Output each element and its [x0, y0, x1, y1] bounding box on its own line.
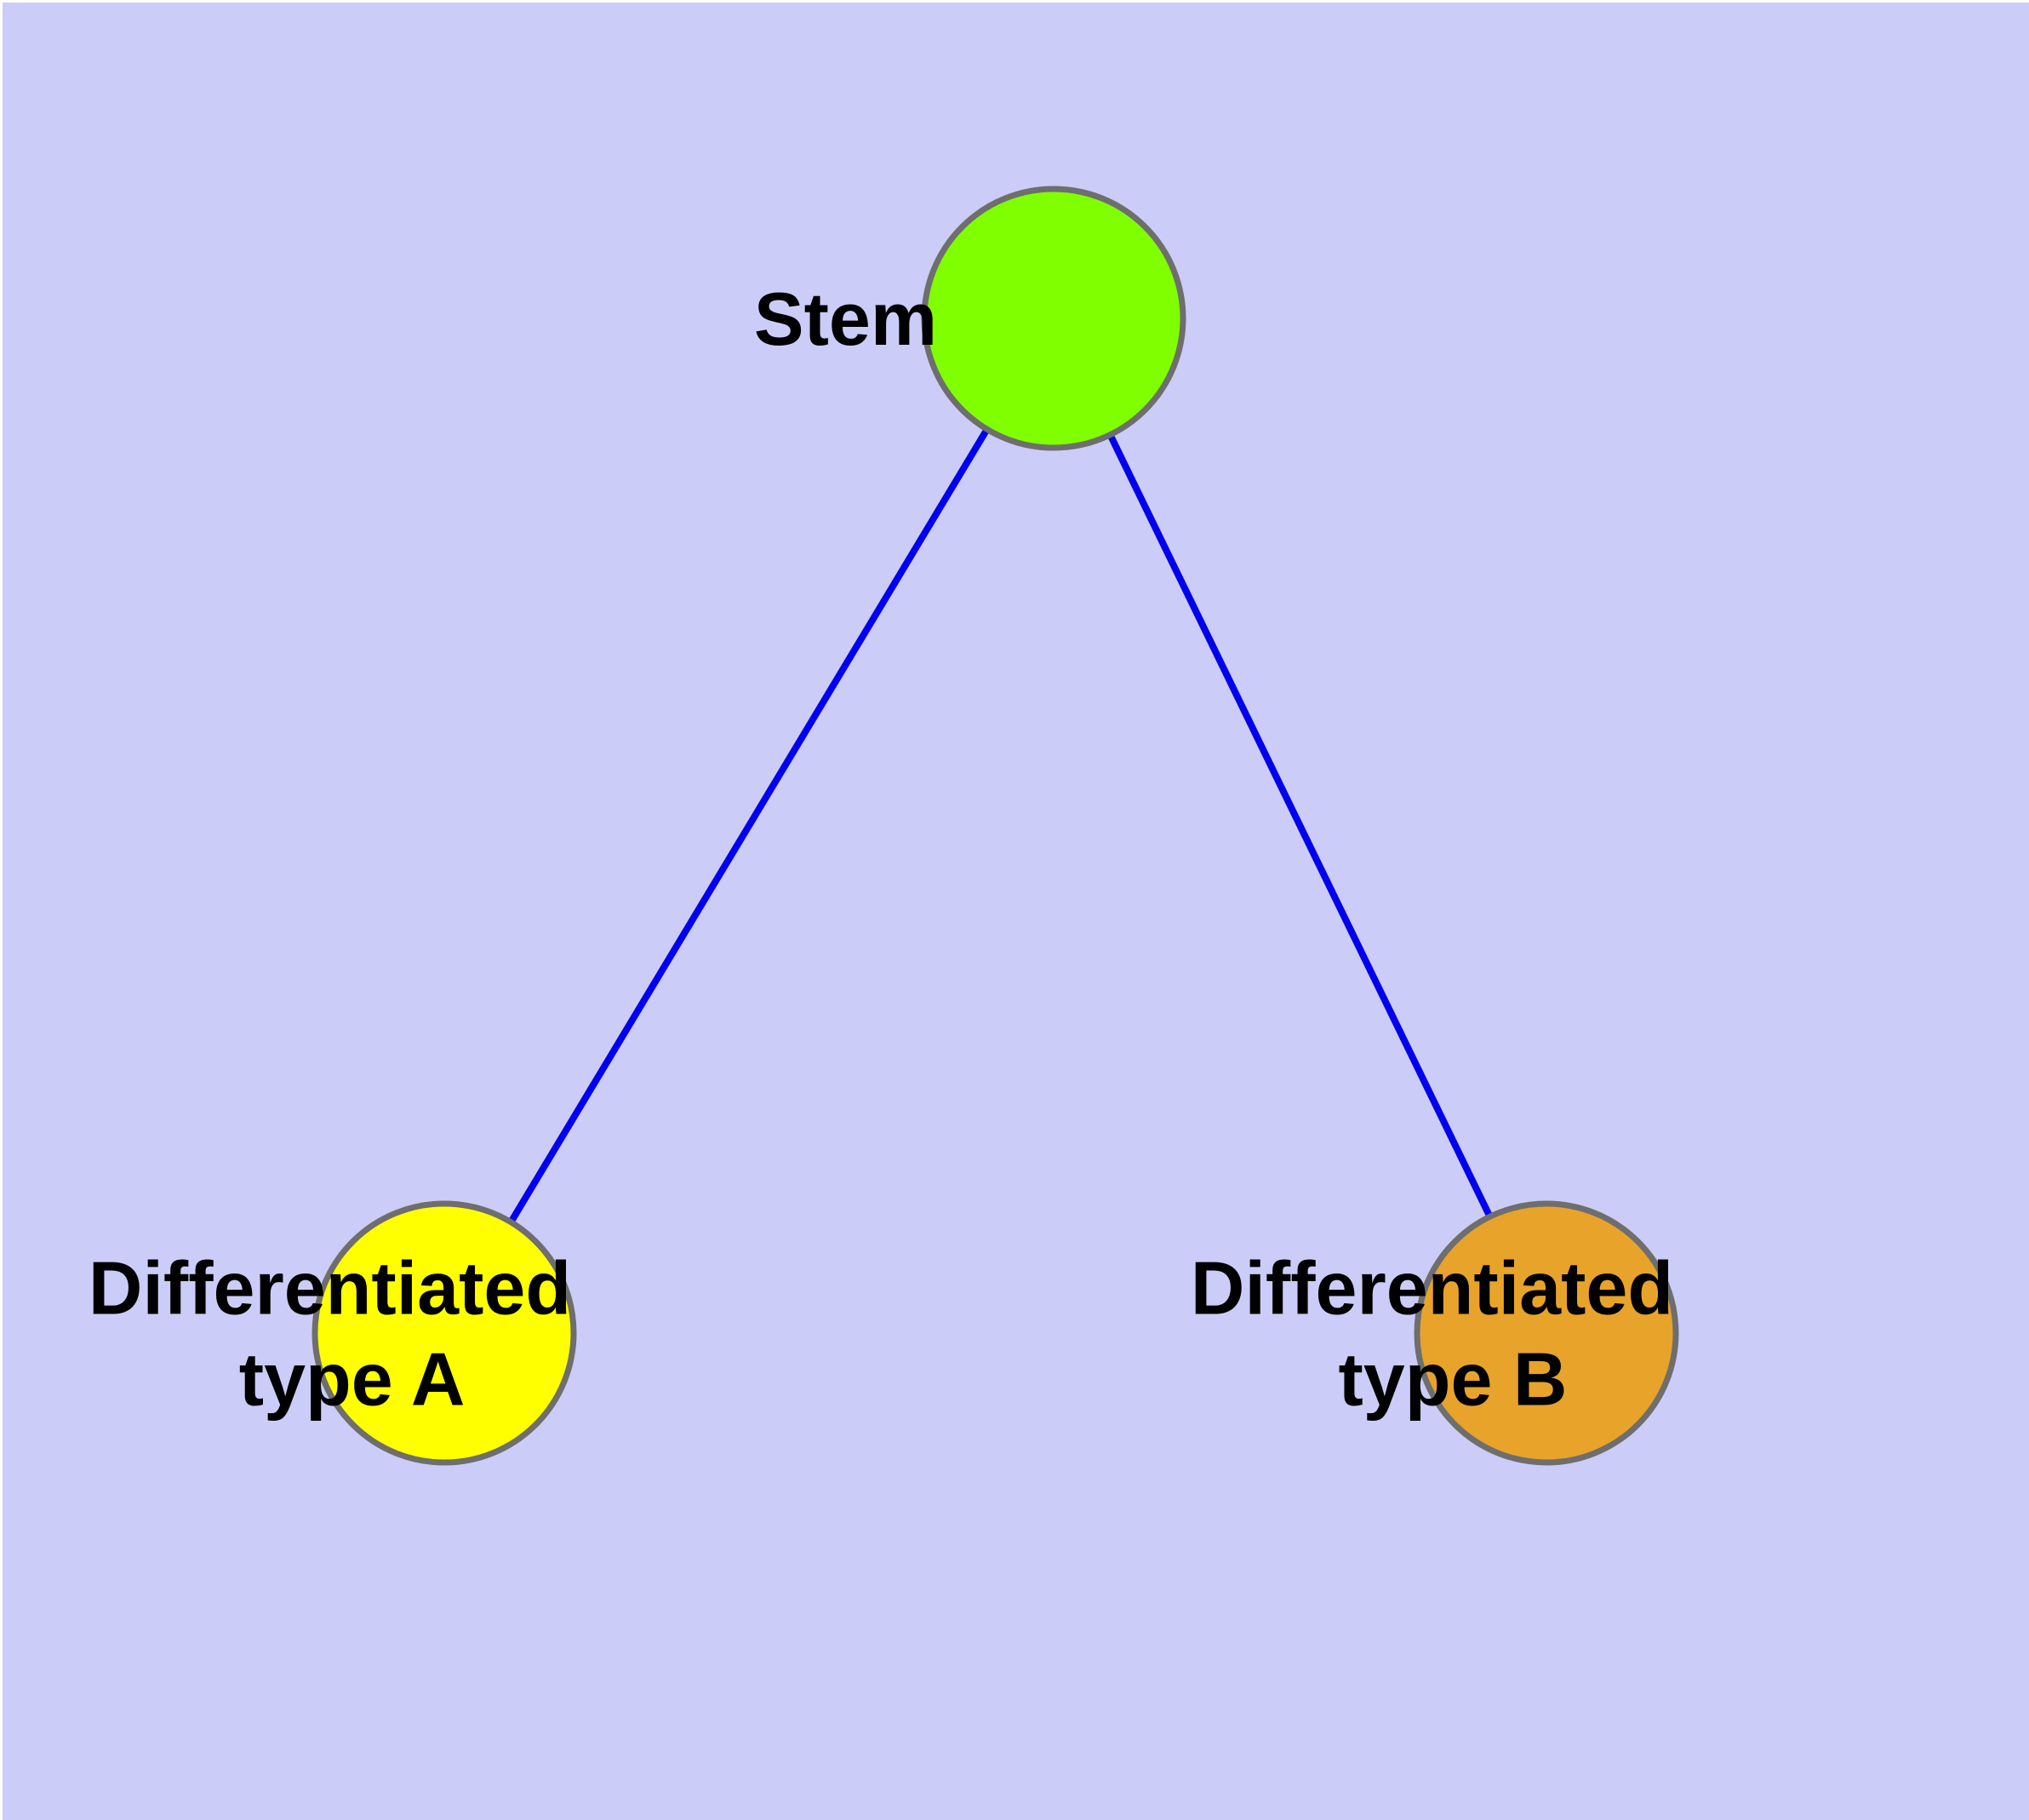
node-circle-differentiated-type-a[interactable]: [311, 1200, 577, 1466]
node-label-line-2: type A: [239, 1337, 464, 1422]
node-differentiated-type-a[interactable]: Differentiated type A: [89, 0, 800, 1466]
node-stem[interactable]: Stem: [754, 0, 1353, 451]
node-label-line-1: Differentiated: [89, 1246, 571, 1331]
nodes-layer: Differentiated type A Differentiated typ…: [89, 0, 1902, 1466]
edge-stem-to-differentiated-type-b: [1050, 317, 1550, 1335]
node-label-line-1: Differentiated: [1191, 1246, 1673, 1331]
node-circle-stem[interactable]: [921, 186, 1186, 451]
node-label-line-2: type B: [1339, 1337, 1568, 1422]
edge-stem-to-differentiated-type-a: [441, 316, 1057, 1336]
node-differentiated-type-b[interactable]: Differentiated type B: [1191, 0, 1902, 1466]
node-label-line-1: Stem: [754, 277, 937, 361]
node-label-differentiated-type-a: Differentiated type A: [89, 0, 800, 1422]
node-circle-differentiated-type-b[interactable]: [1414, 1200, 1679, 1466]
node-label-stem: Stem: [754, 0, 1353, 361]
node-label-differentiated-type-b: Differentiated type B: [1191, 0, 1902, 1422]
edges-layer: [441, 316, 1550, 1336]
